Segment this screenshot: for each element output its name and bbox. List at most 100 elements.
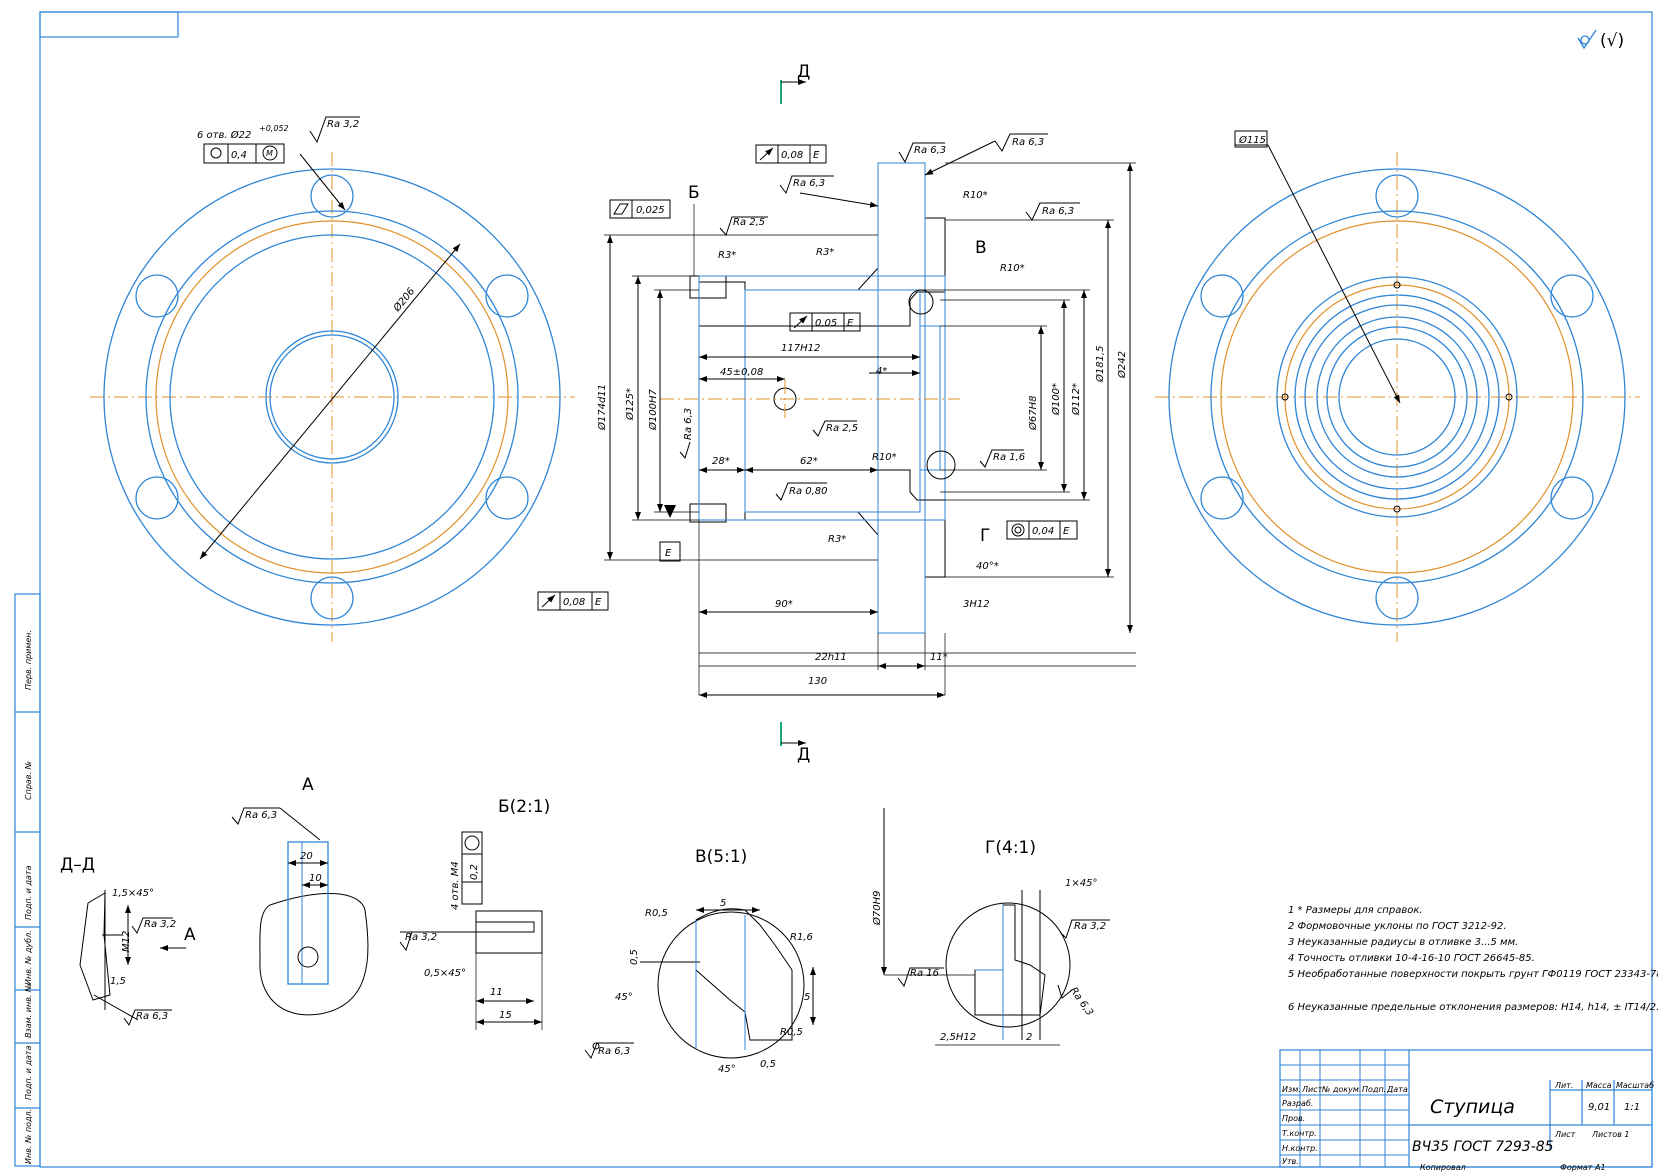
a-ra63: Ra 6,3 (245, 810, 277, 821)
r10-b: R10* (1000, 263, 1025, 274)
tb-row-sign: Подп. (1362, 1085, 1386, 1094)
note-5: 5 Необработанные поверхности покрыть гру… (1288, 968, 1658, 980)
b-ra32: Ra 3,2 (405, 932, 437, 943)
r3-c: R3* (828, 534, 846, 545)
ra-top-1: Ra 6,3 (914, 145, 946, 156)
ra-25-b: Ra 2,5 (826, 423, 858, 434)
v-5-b: 5 (804, 992, 810, 1003)
view-v: В(5:1) 5 5 R0,5 R1,6 R0,5 0,5 0,5 45° 45… (584, 847, 816, 1075)
len-45: 45±0,08 (720, 367, 763, 378)
dd-title: Д–Д (60, 855, 95, 875)
mark-b: Б (688, 183, 700, 203)
g-chamfer: 1×45° (1065, 878, 1097, 889)
default-roughness-symbol: (√) (1577, 29, 1624, 51)
position-tol: 0,4 (231, 150, 247, 161)
svg-text:M: M (266, 149, 273, 158)
mass-label: Масса (1586, 1081, 1612, 1090)
len-130: 130 (808, 676, 827, 687)
section-view: Д Д (604, 62, 1136, 765)
scale-value: 1:1 (1624, 1102, 1640, 1113)
stamp-text-4: Взам. инв. № (24, 984, 33, 1038)
ra-25: Ra 2,5 (733, 217, 765, 228)
view-a: А 20 10 Ra 6,3 (231, 775, 369, 1016)
b-11: 11 (490, 987, 503, 998)
b-15: 15 (499, 1010, 512, 1021)
dd-ra32: Ra 3,2 (144, 919, 176, 930)
tb-role-dev: Разраб. (1282, 1099, 1313, 1108)
len-62: 62* (800, 456, 818, 467)
v-5: 5 (720, 898, 726, 909)
dia-100: Ø100* (1050, 383, 1062, 416)
side-stamp: Перв. примен. Справ. № Подп. и дата Инв.… (14, 593, 41, 1167)
stamp-text-0: Перв. примен. (24, 630, 33, 690)
part-name: Ступица (1430, 1096, 1515, 1118)
g-d70: Ø70H9 (871, 891, 883, 926)
tb-role-approve: Утв. (1282, 1157, 1299, 1166)
len-4: 4* (876, 366, 887, 377)
note-1: 1 * Размеры для справок. (1288, 905, 1423, 916)
ra-080: Ra 0,80 (789, 486, 828, 497)
b-holes: 4 отв. М4 (450, 861, 461, 910)
a-20: 20 (300, 851, 313, 862)
view-b: Б(2:1) 11 15 0,5×45° Ra 3,2 0,2 4 отв. М… (399, 797, 550, 1030)
flatness: 0,025 (636, 205, 665, 216)
stamp-text-6: Инв. № подл. (24, 1109, 33, 1164)
g-ra16: Ra 16 (910, 968, 939, 979)
len-117: 117H12 (781, 343, 820, 354)
dia-67: Ø67H8 (1027, 396, 1039, 431)
title-block: Изм. Лист № докум. Подп. Дата Разраб. Пр… (1279, 1049, 1654, 1172)
ra-flange: Ra 6,3 (1042, 206, 1074, 217)
stamp-text-3: Инв. № дубл. (24, 930, 33, 985)
b-chamfer: 0,5×45° (424, 968, 466, 979)
technical-notes: 1 * Размеры для справок. 2 Формовочные у… (1288, 905, 1658, 1013)
view-dd: Д–Д 1,5×45° Ra 3,2 М12 1,5 Ra 6,3 А (60, 855, 196, 1027)
r3-b: R3* (816, 247, 834, 258)
v-angle: 45° (615, 992, 633, 1003)
datum-ref-1: Е (813, 150, 820, 161)
len-90: 90* (775, 599, 793, 610)
section-mark-top: Д (797, 62, 810, 82)
stamp-text-5: Подп. и дата (24, 1045, 33, 1100)
tb-role-tcontrol: Т.контр. (1282, 1129, 1317, 1138)
dia-112: Ø112* (1070, 383, 1082, 416)
datum-ref-3: Е (1063, 526, 1070, 537)
runout-bottom: 0,08 (563, 597, 585, 608)
note-6: 6 Неуказанные предельные отклонения разм… (1288, 1002, 1658, 1013)
g-2: 2 (1026, 1032, 1032, 1043)
v-ra63: Ra 6,3 (598, 1046, 630, 1057)
g-ra63: Ra 6,3 (1068, 985, 1095, 1018)
d115-label: Ø115 (1238, 134, 1266, 146)
ra-top-2: Ra 6,3 (1012, 137, 1044, 148)
lit-label: Лит. (1554, 1081, 1573, 1090)
datum-e: Е (665, 548, 672, 559)
ra-63-vert: Ra 6,3 (683, 408, 694, 440)
mark-g: Г (980, 526, 990, 546)
concentricity: 0,04 (1032, 526, 1054, 537)
dia-125: Ø125* (624, 388, 636, 421)
sheets-label: Листов 1 (1591, 1130, 1630, 1139)
b-title: Б(2:1) (498, 797, 550, 817)
datum-ref-2: Е (847, 318, 854, 329)
svg-text:(√): (√) (1600, 31, 1624, 51)
runout-top: 0,08 (781, 150, 803, 161)
format-label: Формат А1 (1560, 1163, 1606, 1172)
part-material: ВЧ35 ГОСТ 7293-85 (1412, 1139, 1554, 1155)
v-r05: R0,5 (645, 908, 668, 919)
g-title: Г(4:1) (985, 838, 1036, 858)
mass-value: 9,01 (1588, 1102, 1610, 1113)
note-3: 3 Неуказанные радиусы в отливке 3...5 мм… (1288, 937, 1518, 948)
ra-top-3: Ra 6,3 (793, 178, 825, 189)
angle-40: 40°* (976, 561, 999, 572)
len-3h12: 3H12 (963, 599, 990, 610)
dd-15: 1,5 (110, 976, 126, 987)
ra-holes: Ra 3,2 (327, 119, 359, 130)
section-labels: Ra 6,3 Ra 6,3 Ra 6,3 Ra 6,3 Ra 2,5 Ra 2,… (537, 133, 1128, 687)
v-05-b: 0,5 (760, 1059, 776, 1070)
r3-a: R3* (718, 250, 736, 261)
r10-a: R10* (963, 190, 988, 201)
dia-174: Ø174d11 (596, 384, 608, 431)
len-22: 22h11 (815, 652, 847, 663)
sheet-label: Лист (1554, 1130, 1576, 1139)
dd-m12: М12 (121, 931, 132, 952)
